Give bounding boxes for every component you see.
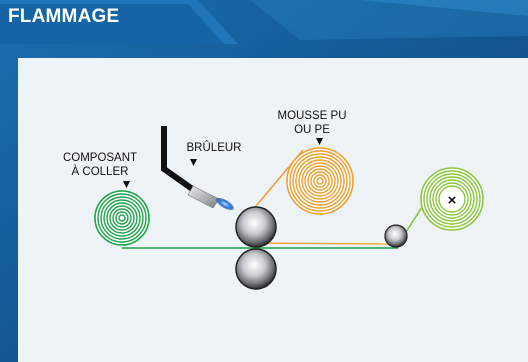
label-mousse-line1: MOUSSE PU bbox=[277, 110, 346, 122]
label-bruleur-pointer bbox=[190, 159, 197, 166]
guide-roller bbox=[384, 224, 408, 248]
label-mousse-line2: OU PE bbox=[294, 124, 330, 136]
flame bbox=[216, 197, 234, 211]
label-composant-pointer bbox=[123, 181, 130, 188]
label-mousse-pointer bbox=[316, 138, 323, 145]
header-banner bbox=[0, 0, 238, 44]
page-title: FLAMMAGE bbox=[8, 6, 120, 27]
composant-roll bbox=[94, 190, 150, 246]
product-roll: × bbox=[420, 167, 484, 231]
mousse-roll bbox=[286, 147, 354, 215]
foam-line-lower bbox=[249, 242, 393, 245]
lower-nip-roller bbox=[235, 248, 277, 290]
label-composant-line2: À COLLER bbox=[72, 165, 129, 178]
product-roll-symbol: × bbox=[448, 192, 457, 209]
label-bruleur: BRÛLEUR bbox=[187, 141, 242, 154]
burner bbox=[161, 126, 234, 211]
upper-nip-roller bbox=[235, 206, 277, 248]
label-composant-line1: COMPOSANT bbox=[63, 152, 137, 164]
